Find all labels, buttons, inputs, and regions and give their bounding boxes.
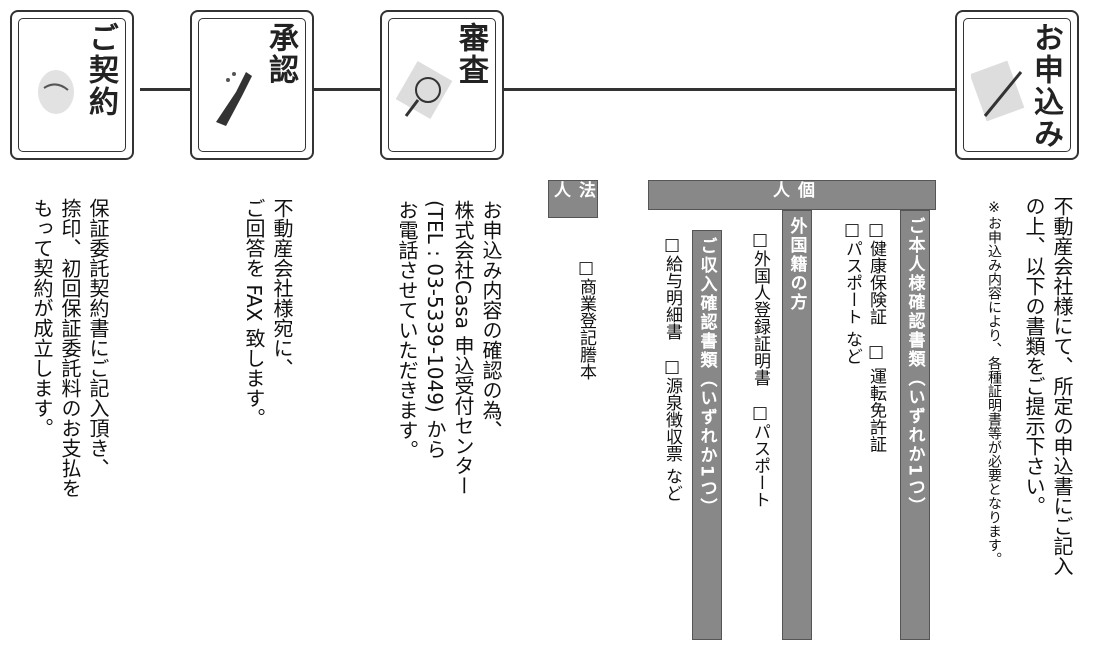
group-income-label: ご収入確認書類（いずれか1つ） bbox=[696, 237, 717, 517]
contract-line-1: 保証委託契約書にご記入頂き、 bbox=[86, 198, 110, 478]
step-approve: 承認 bbox=[190, 10, 314, 160]
step-apply-title: お申込み bbox=[1028, 22, 1063, 150]
step-contract-title: ご契約 bbox=[83, 22, 118, 118]
identity-line-2: □パスポート など bbox=[842, 220, 862, 365]
contract-line-3: もって契約が成立します。 bbox=[30, 198, 54, 438]
group-foreign-band: 外国籍の方 bbox=[782, 210, 812, 640]
group-income-band: ご収入確認書類（いずれか1つ） bbox=[692, 230, 722, 640]
apply-line-1: 不動産会社様にて、所定の申込書にご記入 bbox=[1050, 196, 1074, 576]
step-approve-title: 承認 bbox=[263, 22, 298, 86]
review-line-3: (TEL : 03-5339-1049) から bbox=[423, 200, 447, 460]
magnifier-document-icon bbox=[396, 60, 453, 120]
review-line-1: お申込み内容の確認の為、 bbox=[479, 200, 503, 440]
apply-note: ※お申込み内容により、各種証明書等が必要となります。 bbox=[986, 200, 1002, 566]
approve-line-2: ご回答を FAX 致します。 bbox=[242, 198, 266, 428]
group-identity-band: ご本人様確認書類（いずれか1つ） bbox=[900, 210, 930, 640]
corporate-line-1: □商業登記謄本 bbox=[576, 258, 596, 380]
corporate-documents-list: □商業登記謄本 bbox=[574, 258, 598, 380]
identity-documents-list: □健康保険証 □ 運転免許証 □パスポート など bbox=[840, 220, 888, 452]
review-line-2: 株式会社Casa 申込受付センター bbox=[451, 200, 475, 496]
category-individual-label: 個人 bbox=[769, 181, 814, 200]
step-review: 審査 bbox=[380, 10, 504, 160]
step-review-title: 審査 bbox=[453, 22, 488, 86]
apply-description: 不動産会社様にて、所定の申込書にご記入 の上、以下の書類をご提示下さい。 bbox=[1020, 196, 1076, 576]
contract-description: 保証委託契約書にご記入頂き、 捺印、初回保証委託料のお支払を もって契約が成立し… bbox=[28, 198, 112, 498]
income-documents-list: □給与明細書 □源泉徴収票 など bbox=[660, 235, 684, 501]
approval-hand-icon bbox=[216, 72, 252, 126]
step-contract-frame bbox=[18, 18, 126, 152]
review-description: お申込み内容の確認の為、 株式会社Casa 申込受付センター (TEL : 03… bbox=[393, 200, 505, 495]
identity-line-1: □健康保険証 □ 運転免許証 bbox=[866, 220, 886, 453]
step-apply-frame bbox=[963, 18, 1071, 152]
foreign-documents-list: □外国人登録証明書 □パスポート bbox=[748, 230, 772, 508]
approve-description: 不動産会社様宛に、 ご回答を FAX 致します。 bbox=[240, 198, 296, 428]
handshake-icon bbox=[38, 70, 74, 114]
step-contract: ご契約 bbox=[10, 10, 134, 160]
contract-line-2: 捺印、初回保証委託料のお支払を bbox=[58, 198, 82, 498]
category-individual-band: 個人 bbox=[648, 180, 936, 210]
pen-writing-icon bbox=[971, 60, 1025, 122]
step-apply: お申込み bbox=[955, 10, 1079, 160]
step-review-frame bbox=[388, 18, 496, 152]
step-approve-frame bbox=[198, 18, 306, 152]
group-foreign-label: 外国籍の方 bbox=[786, 217, 807, 312]
flow-connector-line bbox=[140, 88, 960, 91]
income-line-1: □給与明細書 □源泉徴収票 など bbox=[662, 235, 682, 502]
category-corporate-label: 法人 bbox=[550, 181, 595, 200]
category-corporate-band: 法人 bbox=[548, 180, 598, 218]
apply-line-2: の上、以下の書類をご提示下さい。 bbox=[1022, 196, 1046, 516]
foreign-line-1: □外国人登録証明書 □パスポート bbox=[750, 230, 770, 508]
group-identity-label: ご本人様確認書類（いずれか1つ） bbox=[904, 217, 925, 516]
approve-line-1: 不動産会社様宛に、 bbox=[270, 198, 294, 378]
review-line-4: お電話させていただきます。 bbox=[395, 200, 419, 460]
